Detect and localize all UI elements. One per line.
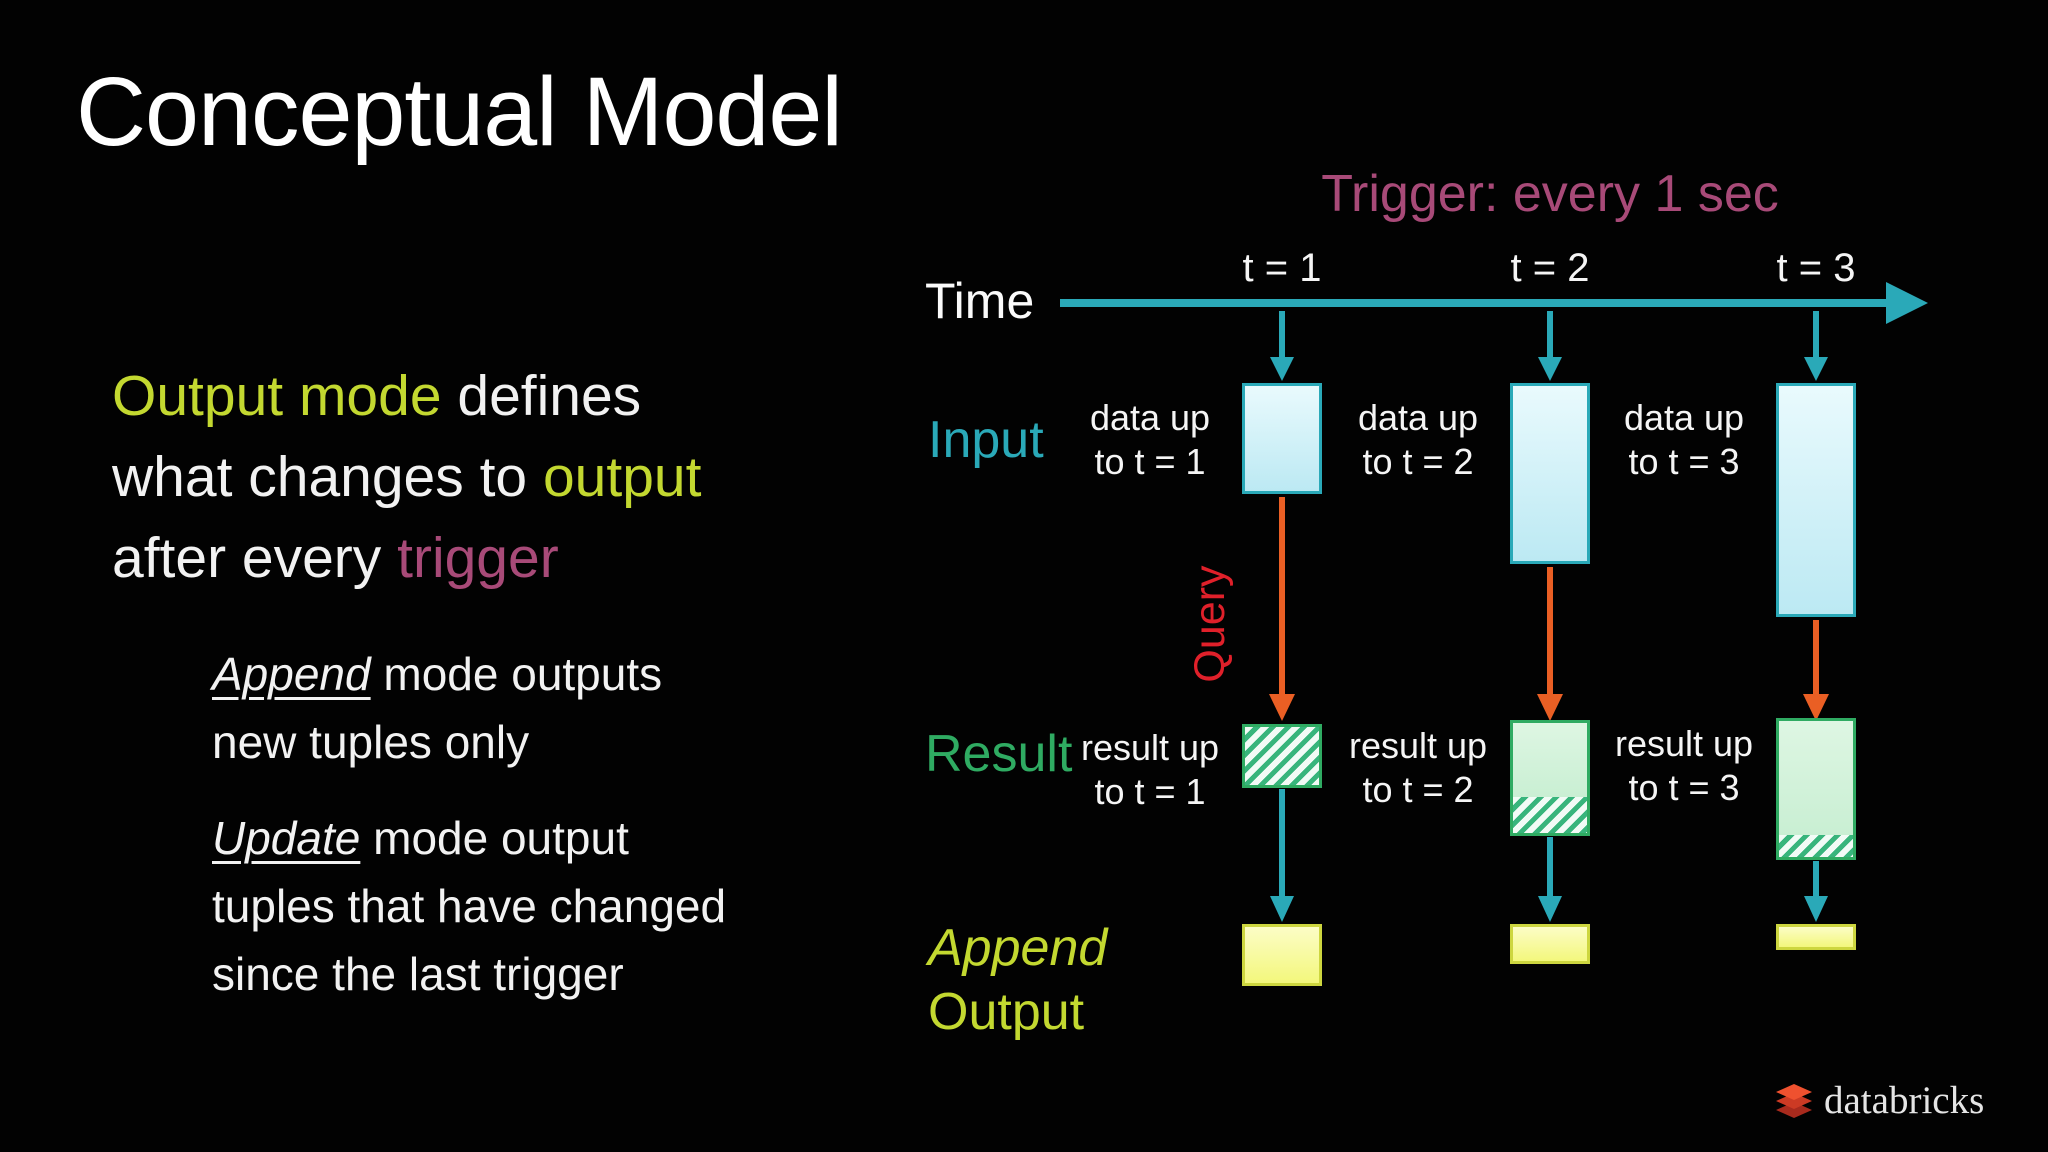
- highlight-output: output: [542, 445, 702, 509]
- trigger-heading: Trigger: every 1 sec: [1321, 165, 1779, 223]
- time-axis-arrowhead-icon: [1886, 282, 1928, 324]
- time-axis-line: [1060, 299, 1892, 307]
- input-box-t2: [1510, 383, 1590, 564]
- bullet-text: mode output: [360, 812, 629, 864]
- output-arrow-t1: [1279, 789, 1285, 896]
- output-box-t2: [1510, 924, 1590, 964]
- data-label-line: to t = 2: [1362, 441, 1474, 482]
- result-label-line: to t = 3: [1628, 767, 1740, 808]
- body-text: what changes to: [112, 445, 543, 509]
- result-box-t2: [1510, 720, 1590, 836]
- query-arrow-t3: [1813, 620, 1819, 694]
- data-label-line: to t = 1: [1094, 441, 1206, 482]
- output-box-t1: [1242, 924, 1322, 986]
- result-row-label: Result: [925, 725, 1073, 783]
- body-text: defines: [441, 364, 642, 428]
- update-term: Update: [212, 812, 361, 864]
- result-box-t3: [1776, 718, 1856, 860]
- data-label-t3: data up to t = 3: [1596, 396, 1772, 484]
- query-arrow-t2: [1547, 567, 1553, 694]
- result-hatch-t2: [1513, 797, 1587, 833]
- data-label-line: data up: [1089, 397, 1211, 438]
- result-label-t3: result up to t = 3: [1596, 722, 1772, 810]
- bullet-line: Append mode outputs: [212, 640, 662, 708]
- t1-label: t = 1: [1242, 246, 1322, 290]
- tick-arrow-t3: [1813, 311, 1819, 357]
- body-text: after every: [112, 526, 398, 590]
- tick-arrowhead-t3-icon: [1804, 357, 1828, 381]
- result-label-line: result up: [1348, 725, 1488, 766]
- input-box-t1: [1242, 383, 1322, 494]
- t2-label: t = 2: [1510, 246, 1590, 290]
- append-term: Append: [212, 648, 371, 700]
- highlight-output-mode: Output mode: [112, 364, 442, 428]
- result-label-line: to t = 2: [1362, 769, 1474, 810]
- result-hatch-t3: [1779, 835, 1853, 857]
- output-arrowhead-t1-icon: [1270, 896, 1294, 922]
- paragraph-line: Output mode defines: [112, 356, 701, 437]
- bullet-line: new tuples only: [212, 716, 530, 768]
- result-label-line: result up: [1614, 723, 1754, 764]
- bullet-line: Update mode output: [212, 804, 726, 872]
- data-label-t1: data up to t = 1: [1062, 396, 1238, 484]
- append-word: Append: [928, 919, 1108, 977]
- output-arrow-t2: [1547, 837, 1553, 896]
- output-arrowhead-t2-icon: [1538, 896, 1562, 922]
- bullet-line: tuples that have changed: [212, 880, 727, 932]
- result-solid-t2: [1513, 723, 1587, 797]
- result-label-t2: result up to t = 2: [1330, 724, 1506, 812]
- data-label-line: to t = 3: [1628, 441, 1740, 482]
- input-box-t3: [1776, 383, 1856, 617]
- result-box-t1: [1242, 724, 1322, 788]
- result-label-t1: result up to t = 1: [1062, 726, 1238, 814]
- result-solid-t3: [1779, 721, 1853, 835]
- bullet-append-mode: Append mode outputs new tuples only: [212, 640, 662, 776]
- output-box-t3: [1776, 924, 1856, 950]
- output-arrow-t3: [1813, 861, 1819, 896]
- query-arrow-t1: [1279, 497, 1285, 694]
- t3-label: t = 3: [1776, 246, 1856, 290]
- query-label: Query: [1186, 565, 1234, 683]
- databricks-logo-text: databricks: [1824, 1079, 1985, 1122]
- query-arrowhead-t3-icon: [1803, 694, 1829, 721]
- bullet-text: mode outputs: [370, 648, 663, 700]
- result-label-line: to t = 1: [1094, 771, 1206, 812]
- databricks-logo: databricks: [1772, 1078, 1984, 1123]
- databricks-logo-icon: [1776, 1083, 1812, 1118]
- time-axis-label: Time: [925, 273, 1035, 329]
- bullet-update-mode: Update mode output tuples that have chan…: [212, 804, 726, 1008]
- result-hatch-t1: [1245, 727, 1319, 785]
- output-arrowhead-t3-icon: [1804, 896, 1828, 922]
- body-paragraph: Output mode defines what changes to outp…: [112, 356, 701, 599]
- highlight-trigger: trigger: [397, 526, 559, 590]
- tick-arrow-t1: [1279, 311, 1285, 357]
- tick-arrow-t2: [1547, 311, 1553, 357]
- tick-arrowhead-t2-icon: [1538, 357, 1562, 381]
- data-label-line: data up: [1357, 397, 1479, 438]
- bullet-line: since the last trigger: [212, 948, 624, 1000]
- input-row-label: Input: [928, 411, 1044, 469]
- page-title: Conceptual Model: [76, 57, 843, 166]
- query-arrowhead-t1-icon: [1269, 694, 1295, 721]
- append-output-row-label: Append Output: [928, 916, 1107, 1044]
- paragraph-line: what changes to output: [112, 437, 701, 518]
- tick-arrowhead-t1-icon: [1270, 357, 1294, 381]
- query-arrowhead-t2-icon: [1537, 694, 1563, 721]
- paragraph-line: after every trigger: [112, 518, 701, 599]
- result-label-line: result up: [1080, 727, 1220, 768]
- output-word: Output: [928, 983, 1085, 1041]
- data-label-t2: data up to t = 2: [1330, 396, 1506, 484]
- data-label-line: data up: [1623, 397, 1745, 438]
